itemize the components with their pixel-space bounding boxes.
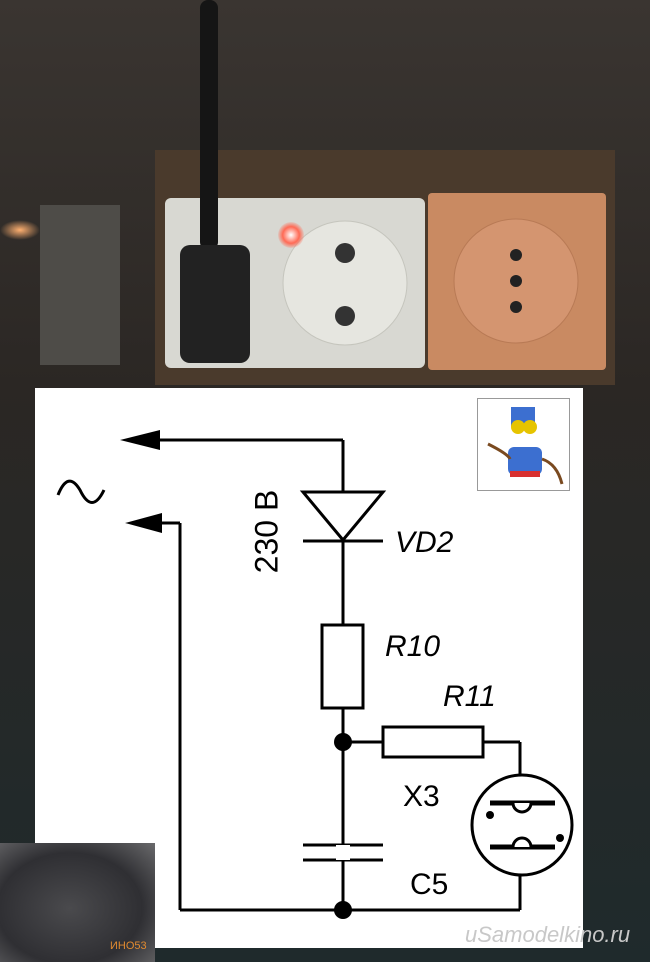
light-glow xyxy=(0,220,40,240)
diode-vd2 xyxy=(299,490,387,543)
arrow-top xyxy=(120,430,160,450)
socket-x3 xyxy=(470,773,574,877)
cat-caption: ИНО53 xyxy=(110,940,147,952)
robot-logo xyxy=(477,398,570,491)
label-x3: X3 xyxy=(403,780,440,813)
label-r11: R11 xyxy=(443,680,496,713)
label-r10: R10 xyxy=(385,630,441,663)
resistor-r10 xyxy=(320,623,365,710)
orange-outlet xyxy=(428,193,606,370)
voltage-label: 230 В xyxy=(248,489,285,574)
cable xyxy=(200,0,218,250)
resistor-r11 xyxy=(381,725,485,759)
ac-symbol xyxy=(56,479,106,504)
plug xyxy=(180,245,250,363)
arrow-bottom xyxy=(125,513,162,533)
junction-dot xyxy=(334,901,352,919)
label-c5: C5 xyxy=(410,868,449,901)
circuit-diagram xyxy=(56,430,574,919)
junction-dot xyxy=(334,733,352,751)
cat-photo xyxy=(0,843,155,962)
led-indicator xyxy=(278,222,304,248)
left-outlet xyxy=(40,205,120,365)
watermark: uSamodelkino.ru xyxy=(465,922,631,947)
label-vd2: VD2 xyxy=(395,526,454,559)
